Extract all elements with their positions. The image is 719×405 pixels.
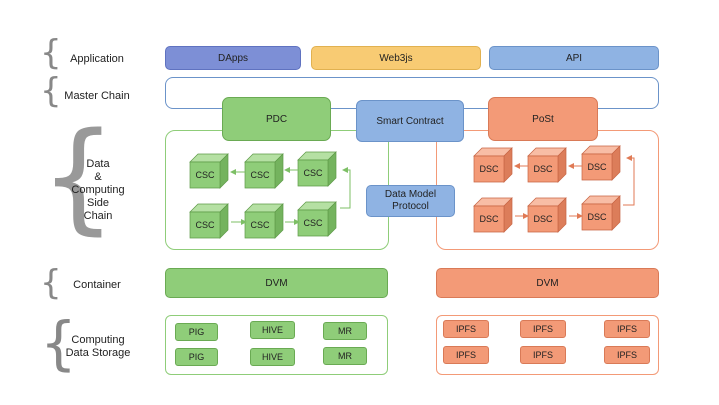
post-box: PoSt — [488, 97, 598, 141]
data-model-protocol-box: Data Model Protocol — [366, 185, 455, 217]
dsc-cube-5-label: DSC — [533, 214, 553, 224]
csc-cube-1-label: CSC — [195, 170, 215, 180]
storage-line-1: Computing — [71, 334, 125, 346]
storage-tag-ipfs-2: IPFS — [520, 320, 566, 338]
storage-tag-ipfs-1: IPFS — [443, 320, 489, 338]
csc-cube-4-label: CSC — [195, 220, 215, 230]
side-chain-line-3: Computing — [71, 183, 125, 196]
side-chain-line-5: Chain — [83, 209, 113, 222]
api-box: API — [489, 46, 659, 70]
side-chain-line-2: & — [94, 170, 102, 183]
pdc-box: PDC — [222, 97, 331, 141]
dsc-cube-4-label: DSC — [479, 214, 499, 224]
brace-master-chain: { — [40, 71, 62, 111]
smart-contract-box: Smart Contract — [356, 100, 464, 142]
brace-storage: { — [40, 309, 77, 377]
layer-label-container: Container — [73, 278, 121, 291]
layer-label-storage: Computing Data Storage — [56, 332, 140, 362]
dvm-left-box: DVM — [165, 268, 388, 298]
brace-side-chain: { — [40, 108, 117, 247]
storage-tag-pig-2: PIG — [175, 348, 218, 366]
storage-tag-hive-1: HIVE — [250, 321, 295, 339]
storage-tag-ipfs-6: IPFS — [604, 346, 650, 364]
dsc-cube-1: DSC — [473, 147, 513, 183]
storage-tag-mr-1: MR — [323, 322, 367, 340]
csc-cube-6-label: CSC — [303, 218, 323, 228]
csc-cube-4: CSC — [189, 203, 229, 239]
layer-label-side-chain: Data & Computing Side Chain — [56, 150, 140, 230]
csc-cube-2-label: CSC — [250, 170, 270, 180]
side-chain-line-1: Data — [86, 157, 110, 170]
dsc-cube-4: DSC — [473, 197, 513, 233]
storage-line-2: Data Storage — [65, 347, 131, 359]
storage-tag-ipfs-3: IPFS — [604, 320, 650, 338]
dsc-cube-6: DSC — [581, 195, 621, 231]
dsc-cube-2: DSC — [527, 147, 567, 183]
csc-cube-1: CSC — [189, 153, 229, 189]
storage-tag-ipfs-5: IPFS — [520, 346, 566, 364]
dsc-cube-5: DSC — [527, 197, 567, 233]
csc-cube-3-label: CSC — [303, 168, 323, 178]
storage-tag-ipfs-4: IPFS — [443, 346, 489, 364]
dsc-cube-6-label: DSC — [587, 212, 607, 222]
brace-container: { — [40, 263, 62, 303]
dapps-box: DApps — [165, 46, 301, 70]
csc-cube-5-label: CSC — [250, 220, 270, 230]
data-model-line-1: Data Model — [384, 189, 437, 200]
layer-label-master-chain: Master Chain — [64, 89, 130, 102]
storage-tag-pig-1: PIG — [175, 323, 218, 341]
dsc-cube-2-label: DSC — [533, 164, 553, 174]
brace-application: { — [40, 33, 62, 73]
layer-label-application: Application — [70, 52, 124, 65]
web3js-box: Web3js — [311, 46, 481, 70]
side-chain-line-4: Side — [86, 196, 110, 209]
dsc-cube-3-label: DSC — [587, 162, 607, 172]
dvm-right-box: DVM — [436, 268, 659, 298]
csc-cube-6: CSC — [297, 201, 337, 237]
data-model-line-2: Protocol — [392, 201, 429, 212]
storage-tag-hive-2: HIVE — [250, 348, 295, 366]
csc-cube-2: CSC — [244, 153, 284, 189]
storage-tag-mr-2: MR — [323, 347, 367, 365]
dsc-cube-1-label: DSC — [479, 164, 499, 174]
csc-cube-5: CSC — [244, 203, 284, 239]
csc-cube-3: CSC — [297, 151, 337, 187]
dsc-cube-3: DSC — [581, 145, 621, 181]
